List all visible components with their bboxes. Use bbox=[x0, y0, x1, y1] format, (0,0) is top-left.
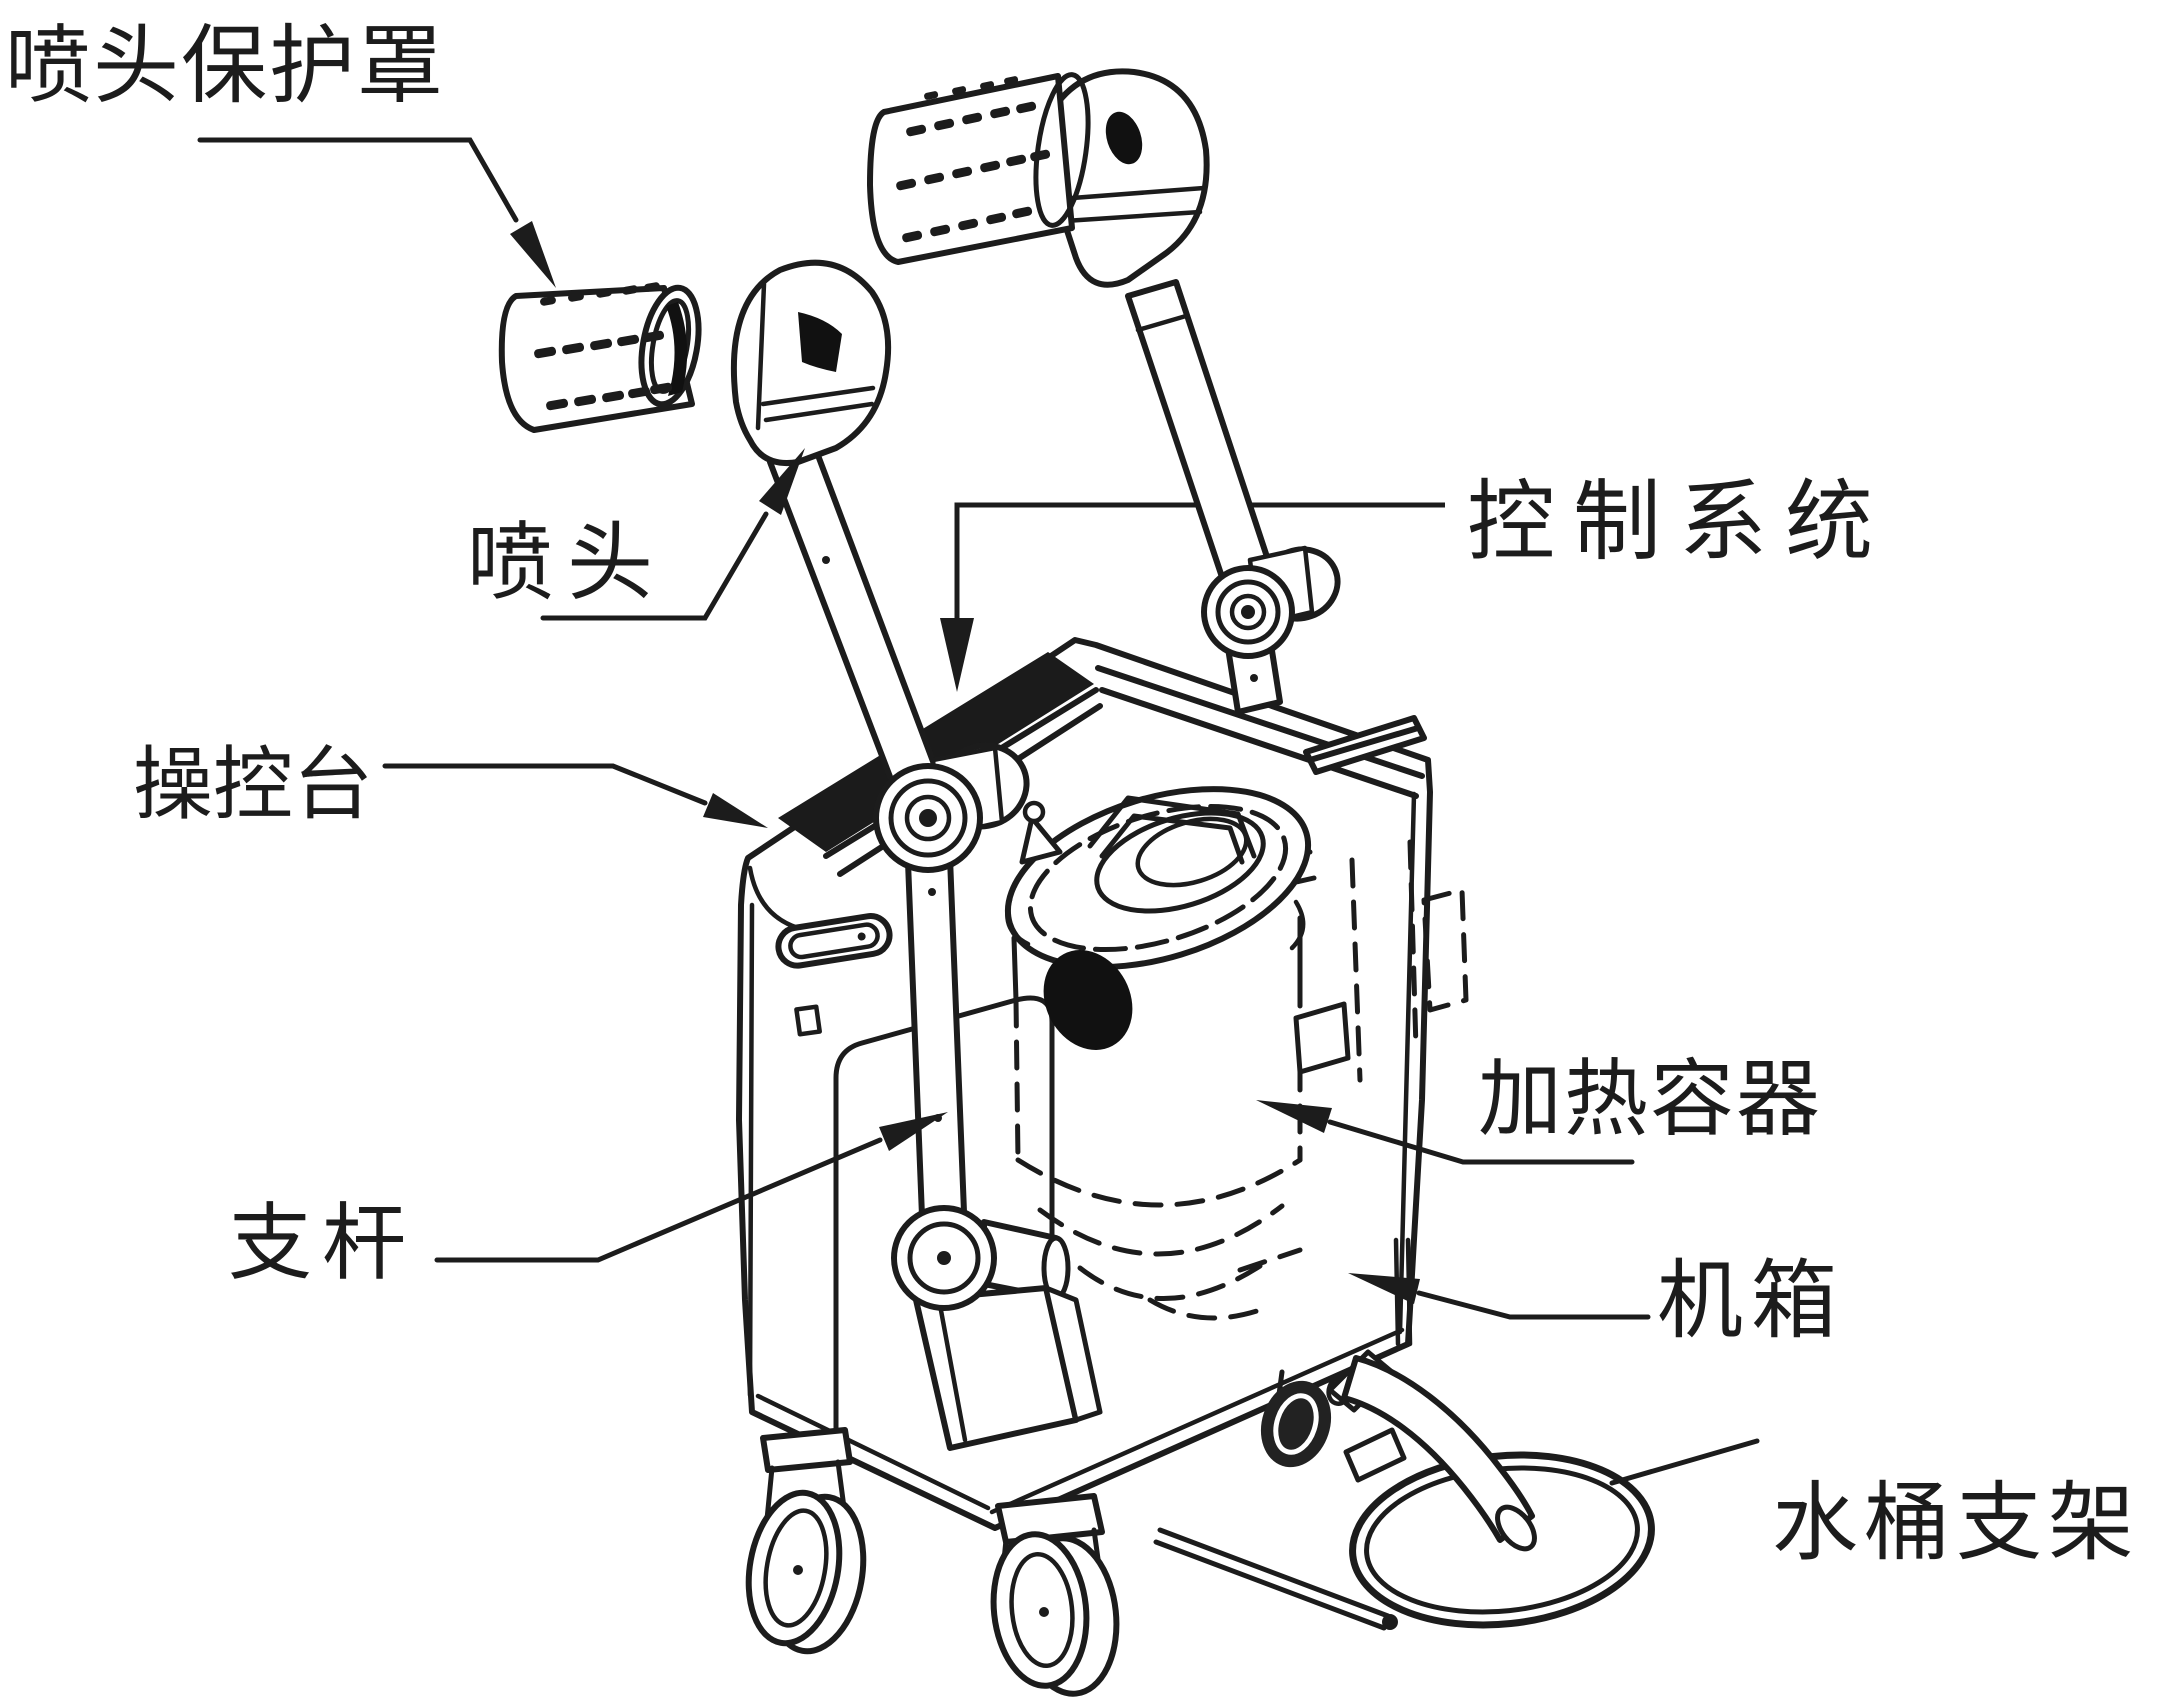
arrowhead-chassis bbox=[1348, 1273, 1420, 1304]
nozzle-cover-detached bbox=[498, 282, 702, 433]
leader-console bbox=[382, 763, 768, 828]
leader-bucket-bracket bbox=[1609, 1438, 1760, 1486]
heating-tank bbox=[1004, 786, 1312, 1003]
bucket-rod bbox=[1153, 1527, 1398, 1631]
arrowhead-nozzle-cover bbox=[510, 221, 556, 288]
arrowhead-nozzle bbox=[759, 448, 805, 515]
leader-chassis bbox=[1348, 1273, 1651, 1320]
drain-hose bbox=[1327, 1349, 1537, 1552]
leader-heating-container bbox=[1256, 1100, 1635, 1165]
left-edge-inner bbox=[747, 902, 755, 1398]
label-chassis: 机箱 bbox=[1657, 1251, 1845, 1351]
tank-spout bbox=[1019, 815, 1063, 865]
arrowhead-heating-container bbox=[1256, 1100, 1332, 1133]
leader-support-rod bbox=[434, 1112, 948, 1263]
nozzle-left bbox=[730, 259, 892, 466]
lid-screen bbox=[778, 652, 1094, 852]
caster-front-left bbox=[745, 1427, 867, 1655]
label-heating-container: 加热容器 bbox=[1478, 1050, 1822, 1148]
machine-body bbox=[736, 637, 1655, 1697]
label-console: 操控台 bbox=[133, 738, 373, 831]
arrowhead-control-system bbox=[940, 618, 974, 692]
nozzle-right-perforations bbox=[896, 76, 1051, 243]
arrowhead-support-rod bbox=[879, 1112, 948, 1151]
right-face-plate bbox=[1293, 1001, 1351, 1075]
label-control-system: 控制系统 bbox=[1467, 470, 1891, 573]
lid-right-bar bbox=[1303, 715, 1427, 775]
leaders bbox=[197, 137, 1760, 1486]
label-bucket-bracket: 水桶支架 bbox=[1772, 1473, 2140, 1573]
handle-slot bbox=[775, 913, 893, 969]
label-nozzle: 喷头 bbox=[467, 513, 667, 613]
right-arm bbox=[1125, 279, 1341, 715]
nozzle-right bbox=[867, 68, 1210, 288]
rod-lower-joint bbox=[891, 1205, 1103, 1451]
base-trim bbox=[755, 791, 1417, 1515]
arms bbox=[498, 68, 1341, 873]
labels: 喷头保护罩 喷头 控制系统 操控台 加热容器 支杆 机箱 水桶支架 bbox=[5, 16, 2140, 1573]
label-support-rod: 支杆 bbox=[228, 1194, 416, 1292]
leader-nozzle bbox=[540, 448, 805, 621]
inlet-hole bbox=[1043, 950, 1133, 1050]
left-face-square bbox=[794, 1004, 822, 1037]
caster-front bbox=[990, 1493, 1120, 1697]
leader-nozzle-cover bbox=[197, 137, 556, 288]
leader-control-system bbox=[940, 502, 1445, 692]
cover-perforations bbox=[534, 282, 673, 411]
label-nozzle-cover: 喷头保护罩 bbox=[5, 16, 445, 116]
corner-round-line bbox=[747, 865, 801, 931]
arrowhead-console bbox=[703, 793, 768, 828]
